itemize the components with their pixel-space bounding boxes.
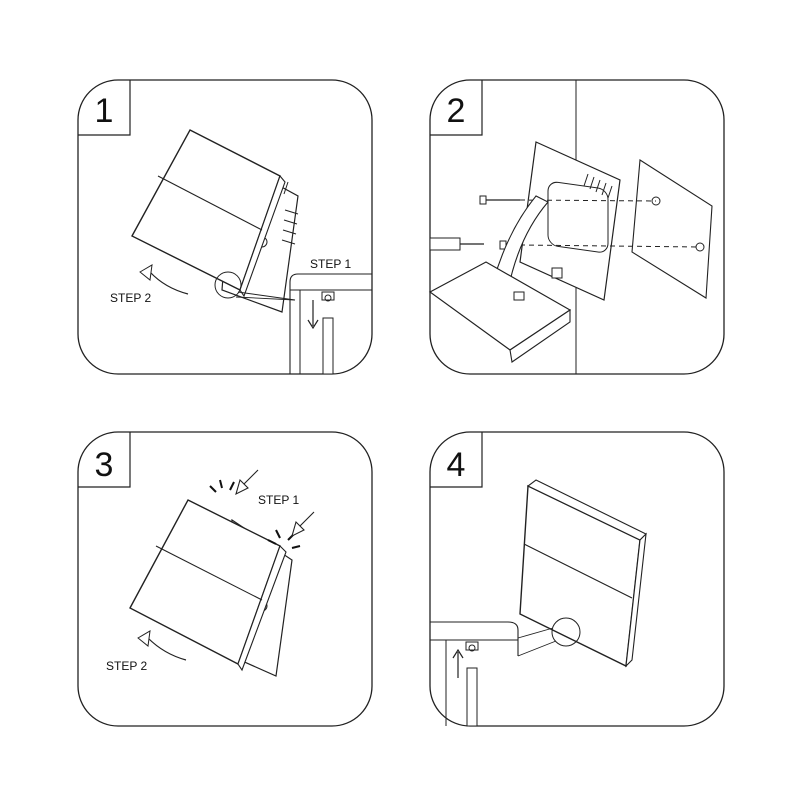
arrow-icon — [307, 300, 319, 330]
front-cover-edge — [509, 308, 571, 363]
arrow-icon — [147, 637, 187, 661]
screw-icon — [321, 291, 335, 301]
panel-3-number-box — [78, 432, 131, 488]
cover-divider — [523, 543, 633, 599]
panel-1-frame — [77, 79, 373, 375]
cover-clip — [513, 291, 525, 301]
burst-lines-icon — [209, 479, 301, 549]
heat-sink — [583, 173, 613, 199]
arrow-icon — [235, 469, 259, 496]
arrow-icon — [137, 630, 151, 647]
panel-1-number: 1 — [95, 92, 114, 130]
screw-icon — [695, 242, 705, 252]
panel-4: 4 — [429, 431, 725, 727]
front-cover-edge — [239, 174, 286, 298]
panel-3: 3 STEP 1 STEP 2 — [77, 431, 373, 727]
panel-3-frame — [77, 431, 373, 727]
panel-1-number-box — [78, 80, 131, 136]
detail-inset — [289, 273, 372, 375]
screwdriver-icon — [322, 317, 334, 375]
panel-3-number: 3 — [95, 446, 114, 484]
screw-icon — [651, 196, 661, 206]
screw-icon — [465, 641, 479, 651]
panel-4-number-box — [430, 432, 483, 488]
step2-label: STEP 2 — [106, 659, 147, 673]
panel-2: 2 — [428, 79, 725, 375]
installed-unit — [519, 484, 641, 668]
installed-unit-side-edge — [625, 532, 647, 668]
panel-2-number: 2 — [447, 92, 466, 130]
wall-box — [631, 159, 713, 299]
panel-2-number-box — [430, 80, 483, 136]
detail-inset — [430, 621, 519, 727]
front-cover-edge — [237, 544, 287, 672]
arrow-icon — [291, 511, 315, 538]
screwdriver-icon — [429, 237, 484, 251]
panel-4-frame — [429, 431, 725, 727]
arrow-icon — [149, 271, 189, 295]
cover-divider — [155, 545, 263, 601]
arrow-icon — [139, 264, 153, 281]
panel-1: 1 STEP 2 — [77, 79, 373, 375]
detail-circle — [214, 271, 242, 299]
step2-label: STEP 2 — [110, 291, 151, 305]
step1-label: STEP 1 — [258, 493, 299, 507]
screw-icon — [479, 195, 520, 205]
connector — [551, 267, 563, 279]
screwdriver-icon — [466, 667, 478, 727]
detail-circle — [551, 617, 581, 647]
panel-4-number: 4 — [447, 446, 466, 484]
step1-label: STEP 1 — [310, 257, 351, 271]
back-plate-opening — [547, 181, 609, 253]
arrow-icon — [452, 648, 464, 678]
back-plate — [519, 141, 621, 301]
panel-2-frame — [429, 79, 725, 375]
cover-divider — [157, 175, 263, 231]
